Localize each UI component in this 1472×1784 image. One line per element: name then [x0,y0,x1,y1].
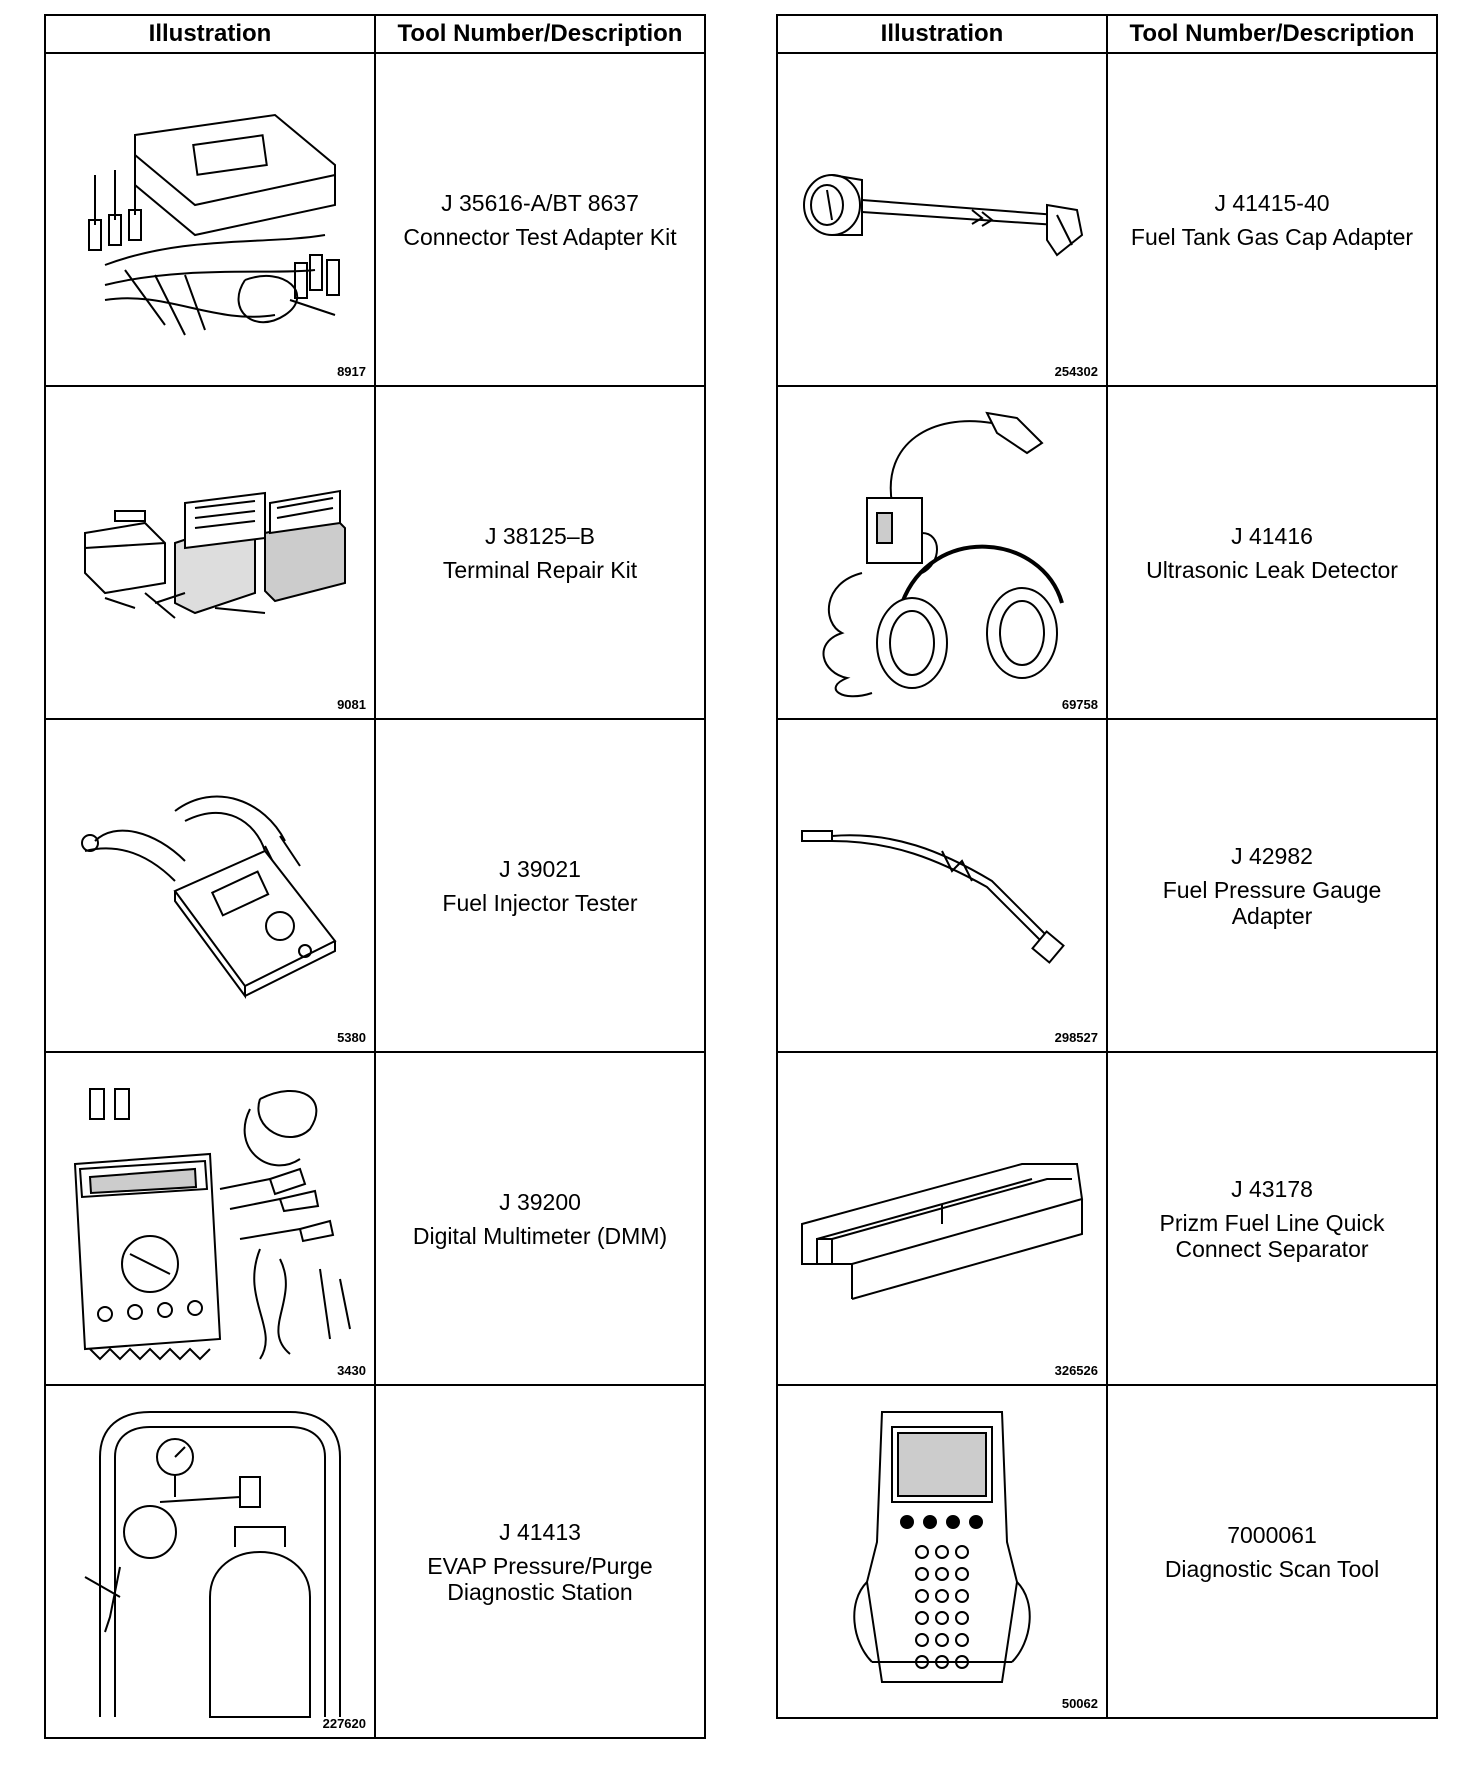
illustration-header: Illustration [776,14,1108,54]
table-row: 69758 J 41416 Ultrasonic Leak Detector [776,385,1438,720]
tool-number: J 41413 [499,1518,581,1545]
illustration-cell: 3430 [44,1051,376,1386]
table-row: 227620 J 41413 EVAP Pressure/Purge Diagn… [44,1384,706,1739]
tool-description-cell: J 39200 Digital Multimeter (DMM) [374,1051,706,1386]
figure-number: 254302 [1054,364,1098,379]
ultrasonic-leak-detector-icon [802,403,1082,703]
tool-number: J 39021 [499,855,581,882]
tool-description-cell: J 41415-40 Fuel Tank Gas Cap Adapter [1106,52,1438,387]
tool-description: Prizm Fuel Line Quick Connect Separator [1159,1209,1385,1262]
tool-description-cell: 7000061 Diagnostic Scan Tool [1106,1384,1438,1719]
illustration-cell: 50062 [776,1384,1108,1719]
connector-test-adapter-kit-icon [65,95,355,345]
tool-description-cell: J 41416 Ultrasonic Leak Detector [1106,385,1438,720]
tool-description-cell: J 35616-A/BT 8637 Connector Test Adapter… [374,52,706,387]
table-row: 5380 J 39021 Fuel Injector Tester [44,718,706,1053]
illustration-cell: 254302 [776,52,1108,387]
figure-number: 227620 [322,1716,366,1731]
table-row: 9081 J 38125–B Terminal Repair Kit [44,385,706,720]
figure-number: 9081 [337,697,366,712]
illustration-cell: 9081 [44,385,376,720]
tool-description: Digital Multimeter (DMM) [412,1222,668,1249]
tool-description: EVAP Pressure/Purge Diagnostic Station [427,1552,653,1605]
figure-number: 3430 [337,1363,366,1378]
figure-number: 50062 [1061,1696,1098,1711]
tool-description: Fuel Tank Gas Cap Adapter [1130,223,1414,250]
tool-description-cell: J 39021 Fuel Injector Tester [374,718,706,1053]
illustration-cell: 8917 [44,52,376,387]
figure-number: 298527 [1054,1030,1098,1045]
fuel-injector-tester-icon [65,771,355,1001]
tool-number: J 43178 [1231,1175,1313,1202]
tool-description: Fuel Injector Tester [442,889,638,916]
diagnostic-scan-tool-icon [842,1402,1042,1702]
tool-description: Diagnostic Scan Tool [1164,1555,1380,1582]
tool-description: Terminal Repair Kit [442,556,638,583]
tool-description-cell: J 38125–B Terminal Repair Kit [374,385,706,720]
table-header-row: Illustration Tool Number/Description [44,14,706,54]
table-row: 298527 J 42982 Fuel Pressure Gauge Adapt… [776,718,1438,1053]
tool-table-right: Illustration Tool Number/Description 254… [776,14,1438,1719]
tool-description: Connector Test Adapter Kit [403,223,677,250]
figure-number: 8917 [337,364,366,379]
figure-number: 326526 [1054,1363,1098,1378]
tool-description-cell: J 42982 Fuel Pressure Gauge Adapter [1106,718,1438,1053]
illustration-header: Illustration [44,14,376,54]
fuel-pressure-gauge-adapter-icon [792,801,1092,971]
tool-number: J 41415-40 [1214,189,1330,216]
tool-number: 7000061 [1227,1521,1317,1548]
tool-number: J 38125–B [485,522,595,549]
table-row: 8917 J 35616-A/BT 8637 Connector Test Ad… [44,52,706,387]
tool-description-cell: J 41413 EVAP Pressure/Purge Diagnostic S… [374,1384,706,1739]
tool-header: Tool Number/Description [374,14,706,54]
table-row: 3430 J 39200 Digital Multimeter (DMM) [44,1051,706,1386]
tool-description-cell: J 43178 Prizm Fuel Line Quick Connect Se… [1106,1051,1438,1386]
illustration-cell: 326526 [776,1051,1108,1386]
terminal-repair-kit-icon [65,483,355,623]
digital-multimeter-icon [60,1069,360,1369]
gas-cap-adapter-icon [792,160,1092,280]
quick-connect-separator-icon [792,1134,1092,1304]
table-row: 326526 J 43178 Prizm Fuel Line Quick Con… [776,1051,1438,1386]
illustration-cell: 227620 [44,1384,376,1739]
figure-number: 69758 [1061,697,1098,712]
table-row: 254302 J 41415-40 Fuel Tank Gas Cap Adap… [776,52,1438,387]
tool-description: Fuel Pressure Gauge Adapter [1162,876,1382,929]
illustration-cell: 69758 [776,385,1108,720]
figure-number: 5380 [337,1030,366,1045]
table-header-row: Illustration Tool Number/Description [776,14,1438,54]
tool-number: J 39200 [499,1188,581,1215]
tool-number: J 35616-A/BT 8637 [441,189,639,216]
tool-number: J 42982 [1231,842,1313,869]
illustration-cell: 5380 [44,718,376,1053]
table-row: 50062 7000061 Diagnostic Scan Tool [776,1384,1438,1719]
tool-header: Tool Number/Description [1106,14,1438,54]
tool-description: Ultrasonic Leak Detector [1146,556,1398,583]
tool-number: J 41416 [1231,522,1313,549]
illustration-cell: 298527 [776,718,1108,1053]
evap-diagnostic-station-icon [60,1397,360,1727]
tool-table-left: Illustration Tool Number/Description 891… [44,14,706,1739]
